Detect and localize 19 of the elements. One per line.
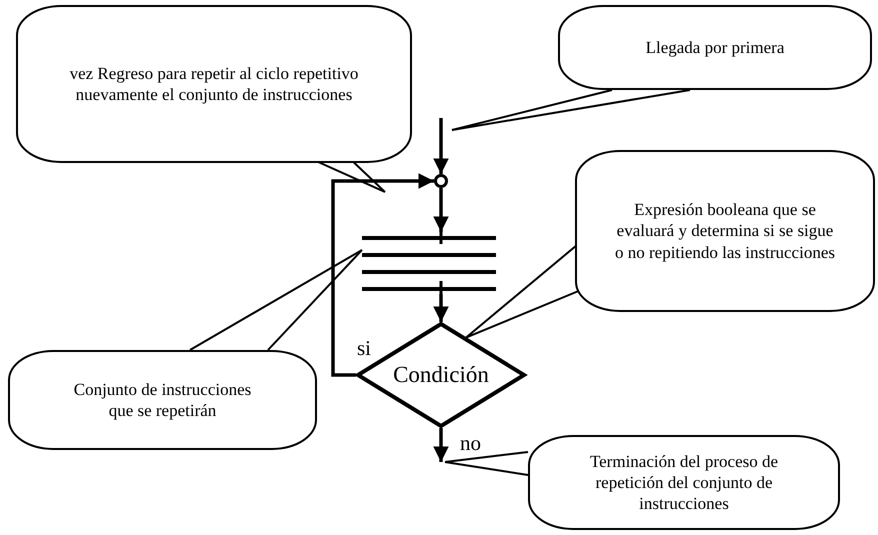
callout-text: Terminación del proceso de repetición del conjunto de instrucciones [588, 450, 780, 514]
callout-text: Conjunto de instrucciones que se repetirán [72, 378, 252, 422]
flow-arrow [433, 118, 449, 174]
callout-bubble [575, 150, 875, 312]
callout-bubble [528, 435, 840, 530]
callout-text: Expresión booleana que se evaluará y determina si se sigue o no repitiendo las instrucciones [614, 199, 836, 263]
instruction-block-symbol [362, 232, 496, 294]
decision-diamond [356, 322, 526, 428]
condition-text: Condición [393, 362, 489, 388]
flow-arrow [433, 428, 449, 462]
flow-arrow [433, 294, 449, 322]
callout-text: Llegada por primera [646, 36, 784, 58]
junction-circle [434, 174, 448, 188]
callout-bubble [8, 350, 317, 450]
callout-text: vez Regreso para repetir al ciclo repetitivo nuevamente el conjunto de instrucciones [68, 62, 360, 106]
callout-bubble [558, 5, 872, 90]
callout-bubble [16, 5, 412, 163]
flow-arrow [433, 188, 449, 232]
flow-arrow [331, 173, 434, 377]
